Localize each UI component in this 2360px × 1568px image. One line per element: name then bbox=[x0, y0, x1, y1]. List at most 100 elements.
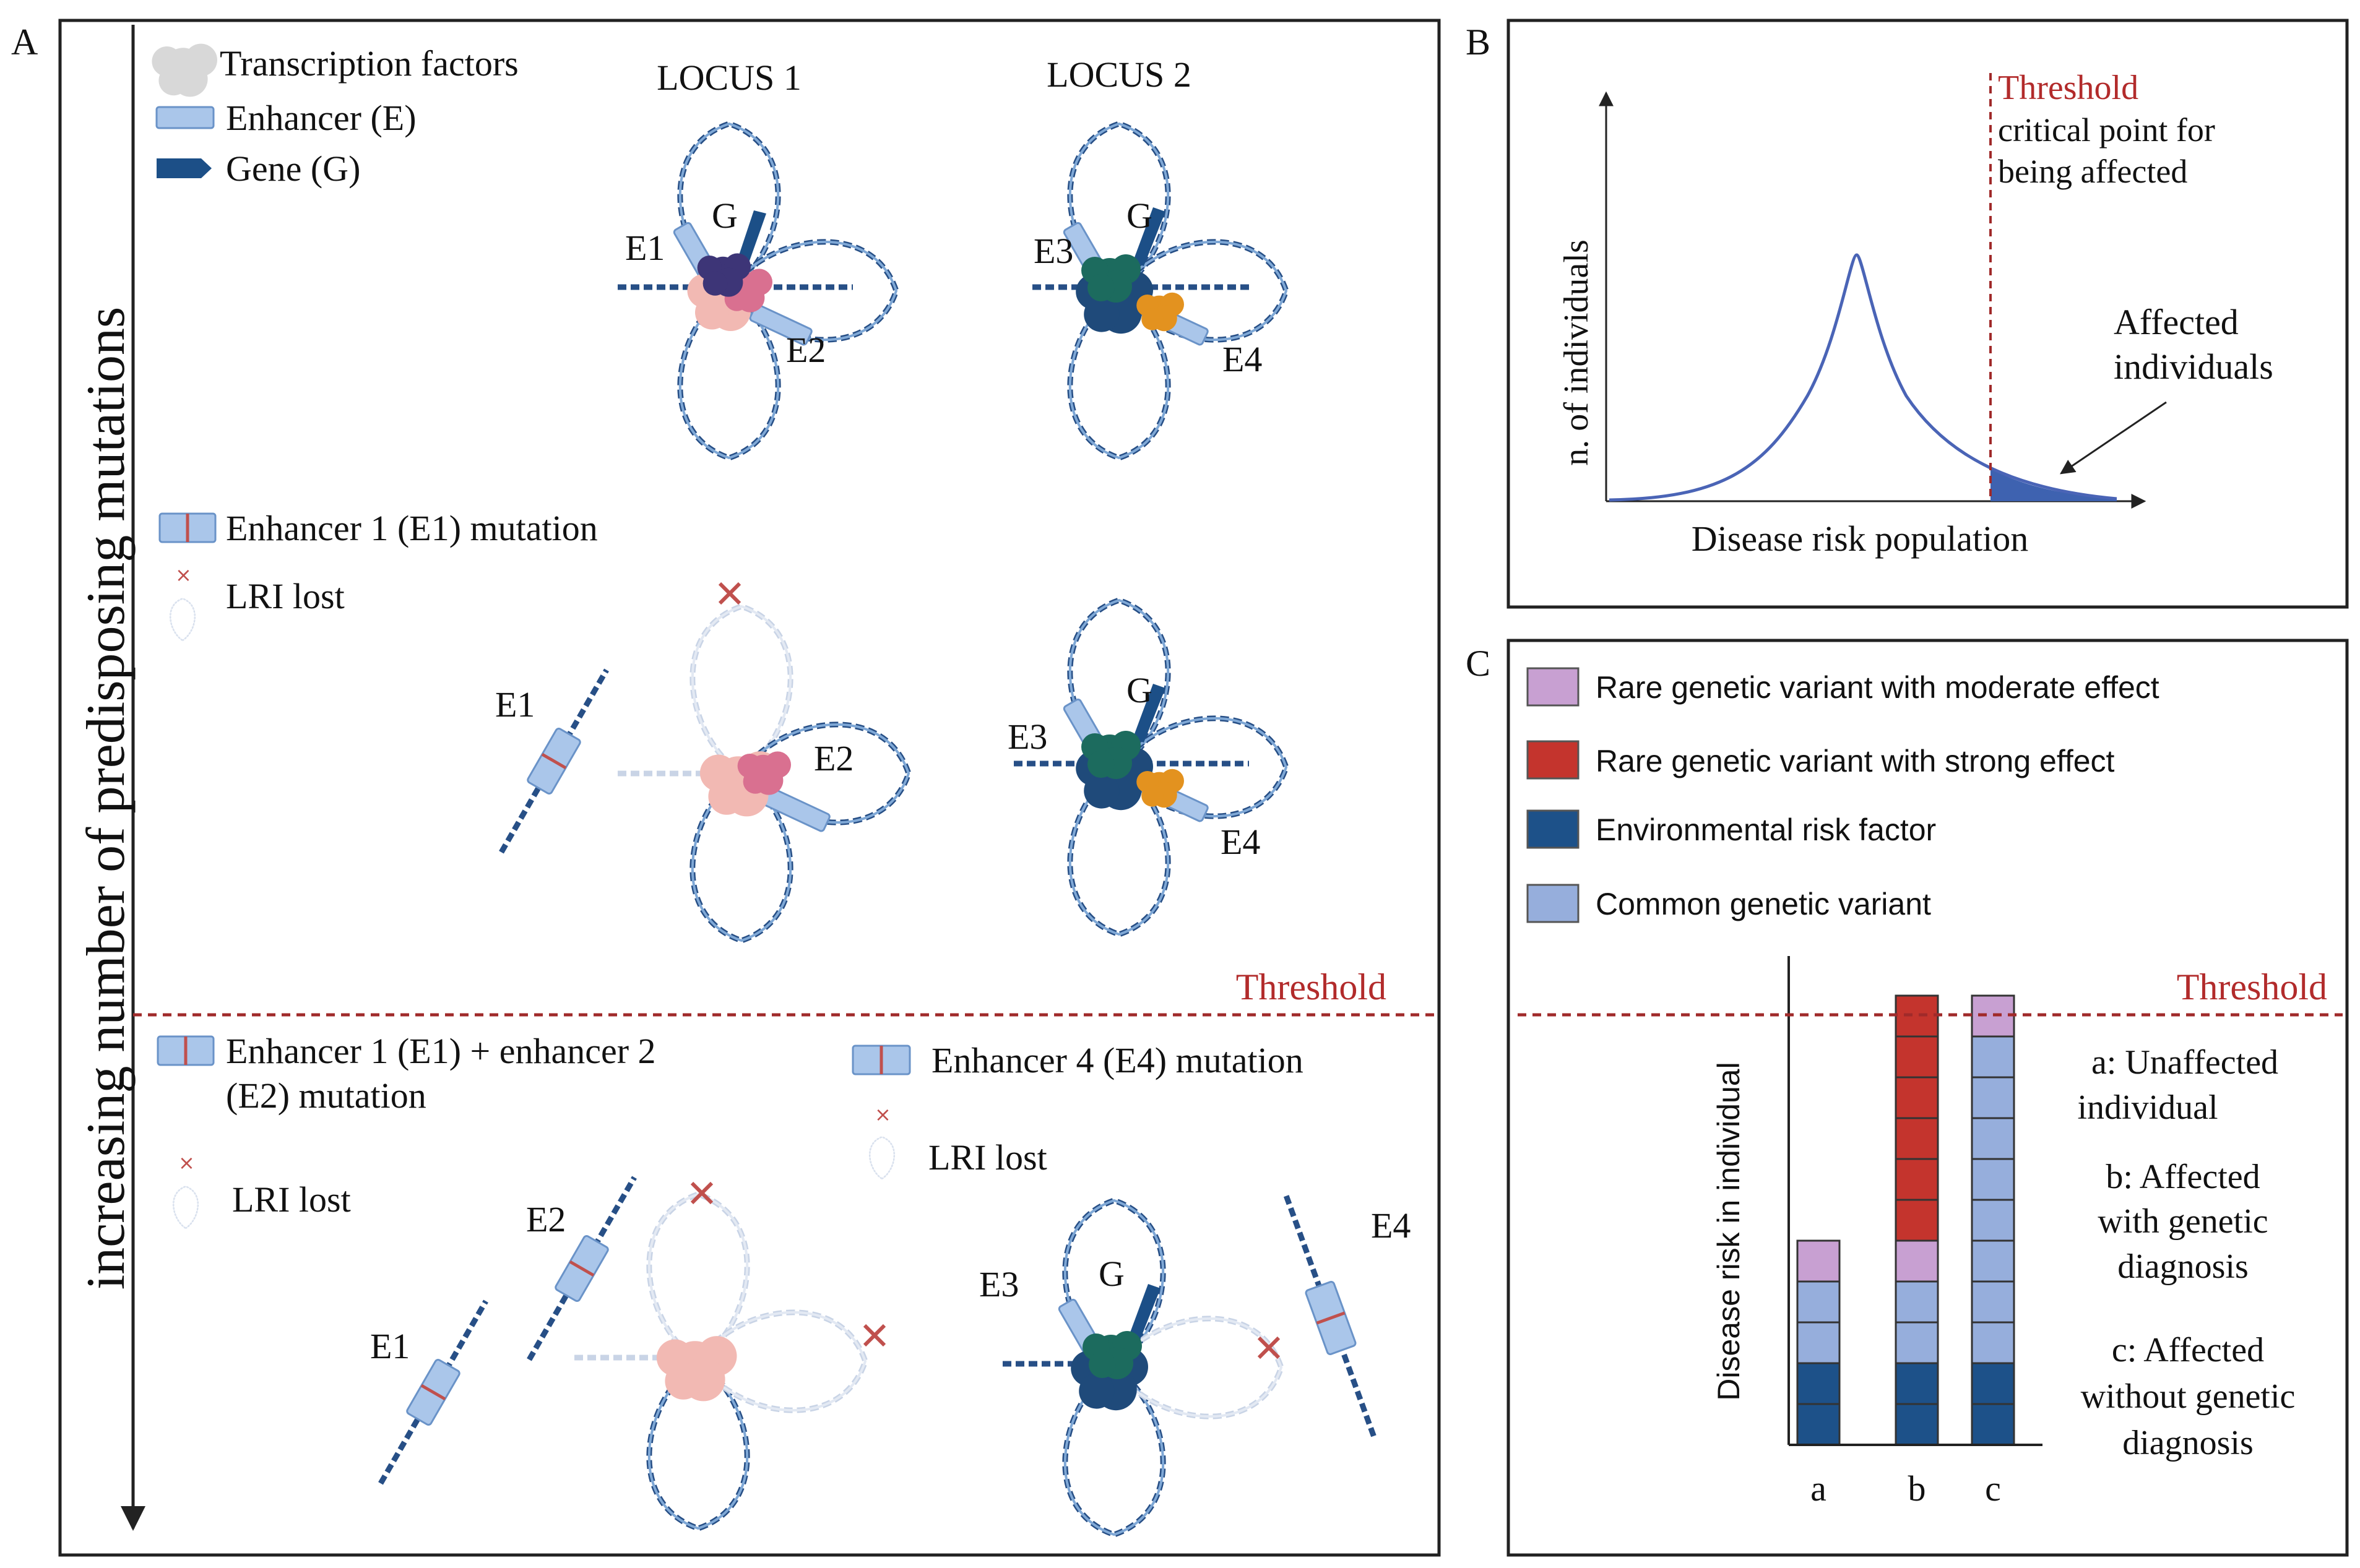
c-legend-swatch-moderate bbox=[1526, 667, 1580, 707]
c-bar-segment-c bbox=[1971, 1158, 2015, 1201]
c-bar-segment-b bbox=[1895, 1117, 1939, 1160]
row3-e4-label: E4 bbox=[1371, 1205, 1411, 1246]
lri-lost-left-icon bbox=[173, 1186, 199, 1230]
lri-lost-right-icon bbox=[869, 1136, 895, 1180]
c-tick-c: c bbox=[1985, 1468, 2001, 1509]
c-legend-label-common: Common genetic variant bbox=[1596, 887, 1931, 921]
locus-1-double-mutated bbox=[574, 1194, 865, 1528]
gene-legend-icon bbox=[157, 158, 212, 178]
c-bar-segment-a bbox=[1796, 1362, 1841, 1405]
c-note-a-line2: individual bbox=[2077, 1088, 2218, 1127]
row3-lri-cross-2 bbox=[863, 1324, 886, 1347]
c-bar-segment-a bbox=[1796, 1280, 1841, 1324]
panel-a-frame bbox=[58, 19, 1441, 1557]
row2-e3-label: E3 bbox=[1008, 717, 1047, 757]
c-bar-segment-b bbox=[1895, 994, 1939, 1038]
panel-c-chart: Threshold Disease risk in individual a b… bbox=[1518, 956, 2343, 1509]
panel-b-frame bbox=[1506, 19, 2349, 609]
c-bar-segment-c bbox=[1971, 1035, 2015, 1079]
b-affected-label-line2: individuals bbox=[2114, 347, 2273, 387]
row3-locus2-lri-cross bbox=[1257, 1336, 1281, 1359]
c-bar-segment-b bbox=[1895, 1239, 1939, 1283]
c-legend-swatch-common bbox=[1526, 884, 1580, 923]
locus-1-intact bbox=[618, 124, 896, 458]
locus-2-label: LOCUS 2 bbox=[1047, 54, 1191, 95]
panel-b-letter: B bbox=[1466, 22, 1490, 62]
locus-1-g-label: G bbox=[712, 196, 738, 236]
lri-lost-legend-icon bbox=[170, 598, 196, 642]
b-affected-arrow bbox=[2060, 401, 2167, 475]
c-note-b-line1: b: Affected bbox=[2106, 1158, 2260, 1196]
c-note-c-line1: c: Affected bbox=[2112, 1331, 2264, 1369]
c-bar-segment-c bbox=[1971, 1117, 2015, 1160]
double-mutation-label-line2: (E2) mutation bbox=[226, 1075, 426, 1116]
b-y-axis-label: n. of individuals bbox=[1557, 239, 1596, 466]
b-threshold-label: Threshold bbox=[1998, 69, 2138, 107]
tf-legend-label: Transcription factors bbox=[220, 43, 519, 84]
lri-left-x-mark: × bbox=[178, 1151, 195, 1174]
b-distribution-curve bbox=[1609, 253, 2117, 502]
c-bar-segment-b bbox=[1895, 1035, 1939, 1079]
lri-lost-right-label: LRI lost bbox=[928, 1137, 1047, 1178]
c-bar-segment-c bbox=[1971, 1321, 2015, 1364]
c-y-axis-label: Disease risk in individual bbox=[1711, 1062, 1746, 1400]
c-tick-b: b bbox=[1908, 1468, 1926, 1509]
tf-legend-icon bbox=[152, 43, 217, 97]
c-bar-segment-a bbox=[1796, 1403, 1841, 1446]
row2-e4-label: E4 bbox=[1221, 822, 1260, 862]
c-legend-label-environmental: Environmental risk factor bbox=[1596, 812, 1936, 847]
c-note-c-line2: without genetic bbox=[2081, 1377, 2296, 1416]
locus-1-e2-label: E2 bbox=[786, 330, 826, 370]
c-bar-segment-a bbox=[1796, 1239, 1841, 1283]
c-legend-swatch-environmental bbox=[1526, 809, 1580, 849]
c-bar-segment-c bbox=[1971, 1076, 2015, 1119]
b-threshold-note-line2: being affected bbox=[1998, 153, 2187, 190]
c-bar-segment-c bbox=[1971, 1403, 2015, 1446]
c-note-c-line3: diagnosis bbox=[2122, 1424, 2254, 1462]
panel-b-chart: Threshold critical point for being affec… bbox=[1557, 69, 2273, 559]
row2-lri-cross bbox=[718, 582, 741, 605]
panel-a-threshold-label: Threshold bbox=[1236, 967, 1386, 1007]
c-bar-segment-b bbox=[1895, 1158, 1939, 1201]
locus-1-label: LOCUS 1 bbox=[657, 58, 802, 98]
lri-x-mark: × bbox=[175, 563, 192, 587]
row3-e3-label: E3 bbox=[979, 1264, 1019, 1304]
panel-a-letter: A bbox=[11, 22, 38, 62]
c-note-b-line3: diagnosis bbox=[2117, 1247, 2249, 1286]
detached-e2-strand-row3 bbox=[527, 1176, 637, 1361]
lri-lost-left-label: LRI lost bbox=[232, 1179, 351, 1220]
c-bar-segment-c bbox=[1971, 1362, 2015, 1405]
c-bar-segment-a bbox=[1796, 1321, 1841, 1364]
c-bars bbox=[1796, 994, 2015, 1446]
row2-g-label: G bbox=[1126, 670, 1152, 710]
c-bar-segment-b bbox=[1895, 1403, 1939, 1446]
panel-c-legend: Rare genetic variant with moderate effec… bbox=[1526, 667, 2159, 923]
c-legend-swatch-strong bbox=[1526, 740, 1580, 780]
locus-2-g-label: G bbox=[1126, 196, 1152, 236]
c-bar-segment-b bbox=[1895, 1280, 1939, 1324]
c-bar-segment-b bbox=[1895, 1199, 1939, 1242]
c-bar-segment-c bbox=[1971, 1280, 2015, 1324]
locus-2-e4-label: E4 bbox=[1222, 339, 1262, 379]
c-legend-label-strong: Rare genetic variant with strong effect bbox=[1596, 744, 2115, 778]
detached-e1-strand-row3 bbox=[378, 1299, 488, 1485]
enhancer-legend-icon bbox=[155, 106, 215, 129]
row3-lri-cross-1 bbox=[690, 1181, 714, 1205]
row2-e1-label: E1 bbox=[495, 684, 535, 725]
c-bar-segment-b bbox=[1895, 1362, 1939, 1405]
row3-e1-label: E1 bbox=[370, 1326, 410, 1366]
locus-2-e3-label: E3 bbox=[1034, 231, 1073, 271]
locus-1-e1-label: E1 bbox=[625, 228, 665, 268]
row3-g-label: G bbox=[1099, 1254, 1125, 1294]
c-bar-segment-c bbox=[1971, 1239, 2015, 1283]
detached-e4-strand-row3 bbox=[1283, 1195, 1378, 1441]
c-legend-label-moderate: Rare genetic variant with moderate effec… bbox=[1596, 670, 2159, 705]
e1-mutation-legend-label: Enhancer 1 (E1) mutation bbox=[226, 508, 598, 548]
row2-e2-label: E2 bbox=[814, 738, 854, 778]
locus-2-e4-mutated bbox=[1003, 1200, 1281, 1535]
detached-e1-strand bbox=[499, 668, 609, 854]
c-bar-segment-c bbox=[1971, 1199, 2015, 1242]
lri-lost-legend-label: LRI lost bbox=[226, 576, 345, 616]
c-note-b-line2: with genetic bbox=[2098, 1202, 2268, 1241]
enhancer-legend-label: Enhancer (E) bbox=[226, 98, 417, 138]
